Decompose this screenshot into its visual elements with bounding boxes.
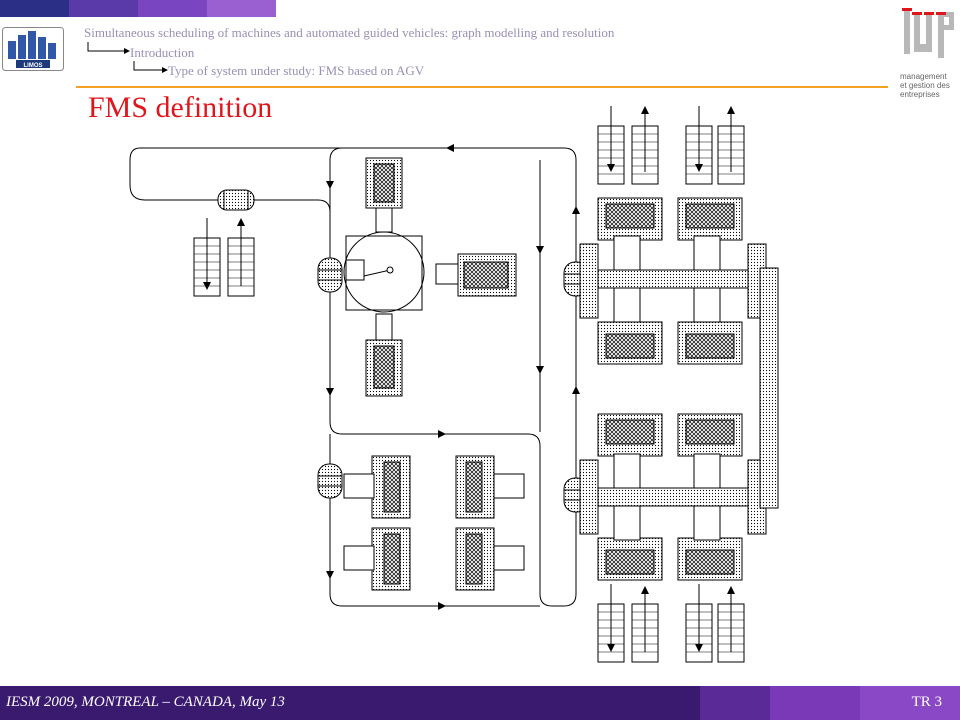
footer-bar: IESM 2009, MONTREAL – CANADA, May 13 — [0, 686, 960, 720]
breadcrumb-level-1: Simultaneous scheduling of machines and … — [84, 25, 615, 40]
agv-top-left — [217, 189, 255, 211]
footer-seg-1 — [700, 686, 770, 720]
iup-caption-line-2: et gestion des — [900, 81, 950, 90]
iup-logo — [902, 8, 954, 58]
footer-main: IESM 2009, MONTREAL – CANADA, May 13 — [0, 686, 700, 720]
iup-caption-line-1: management — [900, 72, 947, 81]
topbar-seg-2 — [69, 0, 138, 17]
topbar-seg-3 — [138, 0, 207, 17]
title-rule — [76, 86, 888, 88]
bottom-left-machines — [343, 455, 525, 591]
footer-conference: IESM 2009, MONTREAL – CANADA, May 13 — [6, 694, 285, 710]
iup-caption-line-3: entreprises — [900, 90, 940, 99]
fms-layout-diagram — [129, 106, 779, 663]
footer-seg-3 — [860, 686, 960, 720]
footer-seg-2 — [770, 686, 860, 720]
page-title: FMS definition — [88, 91, 273, 124]
breadcrumb-level-2: Introduction — [130, 45, 195, 60]
iup-logo-caption: management et gestion des entreprises — [900, 72, 960, 99]
breadcrumb-arrow-icon — [133, 61, 168, 73]
limos-logo-text: LIMOS — [24, 63, 43, 69]
breadcrumb-level-3: Type of system under study: FMS based on… — [168, 63, 425, 78]
page-number: TR 3 — [911, 694, 942, 710]
robot-cell — [343, 157, 517, 397]
return-conveyor — [759, 267, 779, 509]
top-color-bar — [0, 0, 276, 17]
topbar-seg-4 — [207, 0, 276, 17]
limos-logo: LIMOS — [2, 27, 64, 71]
topbar-seg-1 — [0, 0, 69, 17]
right-cell-top — [579, 197, 767, 365]
breadcrumb-arrow-icon — [87, 42, 130, 54]
right-cell-bottom — [579, 413, 767, 581]
